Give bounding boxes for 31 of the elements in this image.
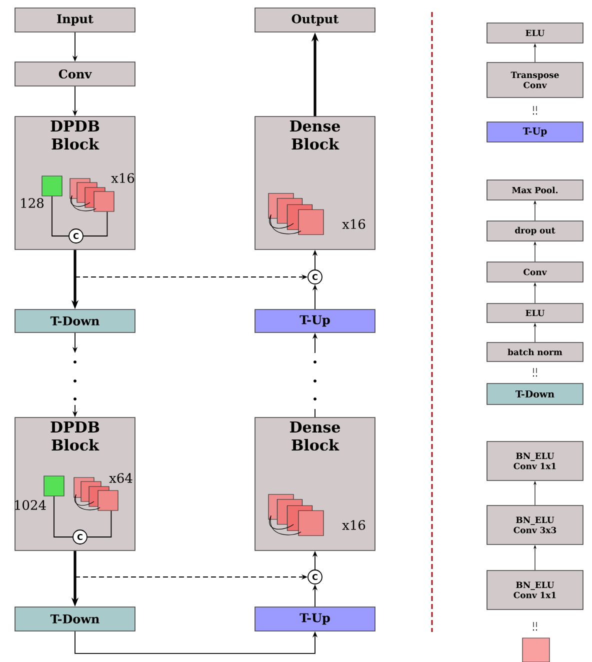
layer-box: BN_ELU Conv 3x3 [486, 505, 584, 545]
layer-box: T-Up [254, 309, 376, 333]
layer-box: ELU [486, 303, 584, 323]
layer-box: Conv [14, 62, 136, 86]
arrow [87, 510, 112, 538]
layer-box: drop out [486, 220, 584, 242]
layer-stack-drawing [268, 193, 324, 235]
layer-box: Max Pool. [486, 180, 584, 200]
layer-box: Transpose Conv [486, 62, 584, 98]
count-label: x16 [111, 173, 134, 183]
layer-box: BN_ELU Conv 1x1 [486, 570, 584, 610]
layer-box: batch norm [486, 342, 584, 362]
layer-box: T-Up [254, 606, 376, 632]
arrow [52, 196, 69, 236]
count-label: x16 [342, 219, 366, 229]
count-label: x64 [109, 473, 132, 483]
layer-box: BN_ELU Conv 1x1 [486, 441, 584, 481]
layer-box: T-Down [486, 383, 584, 405]
layer-box: ELU [486, 22, 584, 44]
layer-box: T-Down [14, 606, 136, 632]
count-label: 128 [21, 198, 44, 208]
layer-box: Input [14, 8, 136, 32]
layer-box: T-Down [14, 309, 136, 333]
layer-box: T-Up [486, 122, 584, 142]
arrow [83, 211, 108, 236]
layer-stack-drawing [268, 494, 324, 536]
count-label: x16 [342, 520, 366, 530]
square [42, 176, 62, 196]
layer-box: Conv [486, 262, 584, 282]
square [44, 476, 64, 496]
layer-box: Output [254, 8, 376, 32]
